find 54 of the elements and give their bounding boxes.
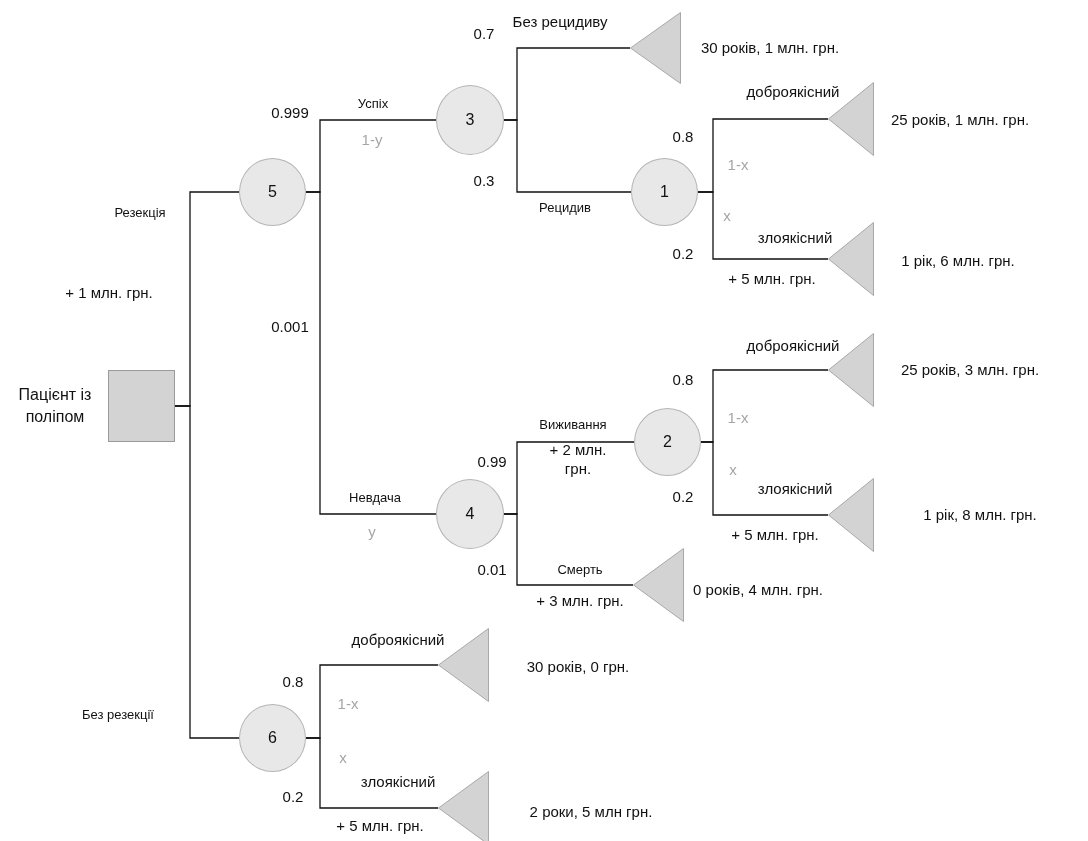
- node-label: Пацієнт із поліпом: [17, 384, 93, 427]
- branch-value: 0.99: [476, 452, 508, 472]
- branch-line: [697, 191, 829, 260]
- chance-node-circle: 4: [436, 479, 504, 549]
- branch-value: 0.2: [671, 244, 695, 264]
- probability-symbol: 1-x: [726, 155, 750, 175]
- branch-value: 0.8: [281, 672, 305, 692]
- branch-value: 0.01: [476, 560, 508, 580]
- branch-value: + 2 млн. грн.: [548, 441, 608, 479]
- branch-line: [174, 405, 240, 739]
- chance-node-circle: 1: [631, 158, 698, 226]
- branch-line: [305, 737, 439, 809]
- probability-symbol: 1-y: [360, 130, 384, 150]
- branch-value: 0.999: [270, 103, 310, 123]
- branch-value: 0.8: [671, 127, 695, 147]
- terminal-triangle: [630, 12, 681, 84]
- edge-label: доброякісний: [745, 336, 841, 356]
- branch-value: 0.3: [472, 171, 496, 191]
- outcome-label: 2 роки, 5 млн грн.: [528, 802, 654, 822]
- probability-symbol: x: [728, 460, 738, 480]
- branch-value: 0.2: [281, 787, 305, 807]
- branch-value: 0.001: [270, 317, 310, 337]
- edge-label: доброякісний: [745, 82, 841, 102]
- terminal-triangle: [633, 548, 684, 622]
- branch-value: + 5 млн. грн.: [730, 525, 820, 545]
- outcome-label: 25 років, 3 млн. грн.: [899, 360, 1041, 380]
- outcome-label: 30 років, 0 грн.: [525, 657, 631, 677]
- branch-line: [700, 441, 829, 516]
- branch-value: 0.2: [671, 487, 695, 507]
- branch-line: [503, 119, 632, 193]
- outcome-label: 25 років, 1 млн. грн.: [889, 110, 1031, 130]
- probability-symbol: x: [722, 206, 732, 226]
- branch-value: + 3 млн. грн.: [535, 591, 625, 611]
- branch-value: + 1 млн. грн.: [64, 283, 154, 303]
- probability-symbol: 1-x: [726, 408, 750, 428]
- chance-node-circle: 6: [239, 704, 306, 772]
- branch-line: [305, 191, 437, 515]
- branch-value: 0.8: [671, 370, 695, 390]
- outcome-label: 1 рік, 6 млн. грн.: [900, 251, 1016, 271]
- branch-value: + 5 млн. грн.: [335, 816, 425, 836]
- probability-symbol: y: [367, 522, 377, 542]
- branch-value: 0.7: [472, 24, 496, 44]
- outcome-label: 30 років, 1 млн. грн.: [699, 38, 841, 58]
- chance-node-circle: 3: [436, 85, 504, 155]
- outcome-label: 1 рік, 8 млн. грн.: [922, 505, 1038, 525]
- branch-line: [503, 513, 634, 586]
- probability-symbol: 1-x: [336, 694, 360, 714]
- branch-value: + 5 млн. грн.: [727, 269, 817, 289]
- chance-node-circle: 5: [239, 158, 306, 226]
- edge-label: доброякісний: [350, 630, 446, 650]
- chance-node-circle: 2: [634, 408, 701, 476]
- outcome-label: 0 років, 4 млн. грн.: [692, 580, 824, 600]
- probability-symbol: x: [338, 748, 348, 768]
- terminal-triangle: [438, 771, 489, 841]
